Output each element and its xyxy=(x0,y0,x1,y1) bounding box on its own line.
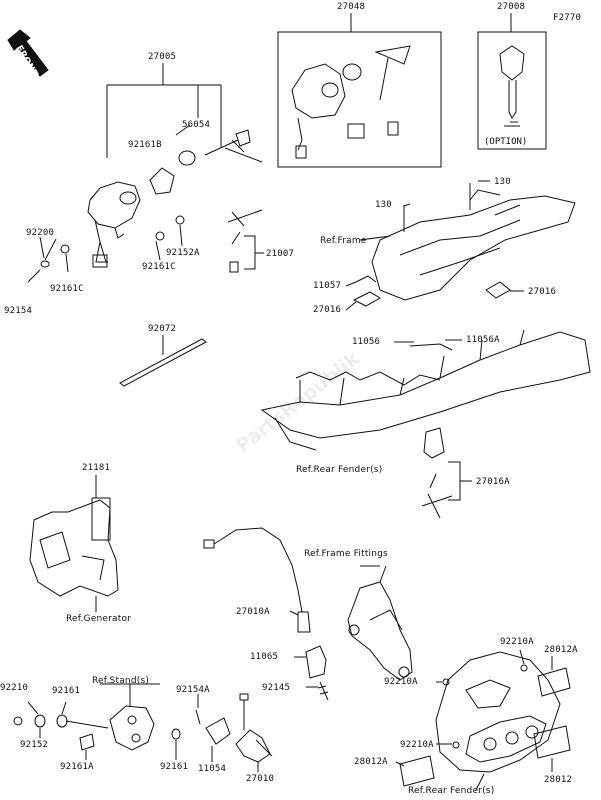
label-92161B: 92161B xyxy=(128,140,162,150)
label-92152: 92152 xyxy=(20,740,49,750)
label-130-right: 130 xyxy=(494,177,511,187)
label-27016A: 27016A xyxy=(476,477,510,487)
washer-56054 xyxy=(178,150,196,166)
option-label: (OPTION) xyxy=(484,137,528,147)
stand-switch-bracket xyxy=(109,705,155,751)
part-92210A-low xyxy=(452,741,460,749)
front-arrow-icon xyxy=(7,29,49,77)
switch-11054 xyxy=(205,717,231,745)
label-28012: 28012 xyxy=(544,775,573,785)
label-92152A: 92152A xyxy=(166,248,200,258)
key-27016A xyxy=(421,473,453,519)
label-92210A-low: 92210A xyxy=(400,740,434,750)
reflector-28012 xyxy=(533,725,571,759)
frame-fittings xyxy=(347,565,413,681)
bracket-27005 xyxy=(106,84,222,158)
clip-11057 xyxy=(355,275,377,283)
label-92161C-left: 92161C xyxy=(50,284,84,294)
ref-frame-fittings-label: Ref.Frame Fittings xyxy=(304,549,388,559)
label-28012A-right: 28012A xyxy=(544,645,578,655)
label-27048: 27048 xyxy=(337,2,366,12)
label-92145: 92145 xyxy=(262,683,291,693)
ref-rear-fender-label-1: Ref.Rear Fender(s) xyxy=(296,465,383,475)
part-92210A-top xyxy=(520,664,528,672)
label-130-left: 130 xyxy=(375,200,392,210)
ref-stand-label: Ref.Stand(s) xyxy=(92,676,150,686)
part-92161C-left xyxy=(60,244,70,254)
figure-code: F2770 xyxy=(553,13,582,23)
label-92154A: 92154A xyxy=(176,685,210,695)
ignition-switch-27048 xyxy=(291,45,411,159)
label-92161A: 92161A xyxy=(60,762,94,772)
label-92210: 92210 xyxy=(0,683,29,693)
kit-27048-box xyxy=(277,31,442,168)
key-27008 xyxy=(499,45,525,127)
label-27010A: 27010A xyxy=(236,607,270,617)
part-92210 xyxy=(13,716,23,726)
part-92210A-mid xyxy=(442,678,450,686)
part-92161A xyxy=(79,733,95,751)
label-11054: 11054 xyxy=(198,764,227,774)
rear-fender-middle xyxy=(260,329,591,459)
wire-harness-27010A xyxy=(203,527,311,633)
stand-switch-27010 xyxy=(235,693,273,763)
part-92152A xyxy=(175,215,185,225)
label-92161-bottom: 92161 xyxy=(160,762,189,772)
label-92072: 92072 xyxy=(148,324,177,334)
label-27005: 27005 xyxy=(148,52,177,62)
label-92154: 92154 xyxy=(4,306,33,316)
ref-generator-label: Ref.Generator xyxy=(66,614,132,624)
label-27010: 27010 xyxy=(246,774,275,784)
cover-11065 xyxy=(305,645,327,679)
label-27008: 27008 xyxy=(497,2,526,12)
label-92210A-top: 92210A xyxy=(500,637,534,647)
spring-92145 xyxy=(317,681,329,701)
part-92161-b xyxy=(171,728,181,740)
clip-27016-right xyxy=(485,281,511,299)
key-set-21007 xyxy=(227,209,263,273)
label-92200: 92200 xyxy=(26,228,55,238)
label-11057: 11057 xyxy=(313,281,342,291)
reflector-28012A-left xyxy=(399,755,435,787)
reflector-28012A-right xyxy=(537,667,571,697)
part-92200 xyxy=(40,260,50,268)
rear-fender-lower xyxy=(435,651,561,773)
bolt-92154A xyxy=(195,709,201,725)
label-28012A-left: 28012A xyxy=(354,757,388,767)
key-pair-upper xyxy=(204,129,263,163)
ignition-switch-27005 xyxy=(87,181,141,268)
ecu-bracket-21181 xyxy=(29,497,119,597)
key-27008-box xyxy=(477,31,547,150)
cable-tie-92072 xyxy=(119,338,207,387)
label-21181: 21181 xyxy=(82,463,111,473)
clip-27016-left xyxy=(352,291,381,307)
part-92161 xyxy=(56,714,68,728)
ref-frame-label: Ref.Frame xyxy=(320,236,367,246)
label-27016-right: 27016 xyxy=(528,287,557,297)
label-21007: 21007 xyxy=(266,249,295,259)
label-92210A-mid: 92210A xyxy=(384,677,418,687)
label-56054: 56054 xyxy=(182,120,211,130)
label-27016-left: 27016 xyxy=(313,305,342,315)
cap-92161B xyxy=(149,167,175,195)
label-92161C-right: 92161C xyxy=(142,262,176,272)
label-11056A: 11056A xyxy=(466,335,500,345)
label-11065: 11065 xyxy=(250,652,279,662)
ref-rear-fender-label-2: Ref.Rear Fender(s) xyxy=(408,786,495,796)
bolt-92154 xyxy=(27,269,41,283)
label-11056: 11056 xyxy=(352,337,381,347)
part-92161C xyxy=(155,231,165,241)
frame-upper xyxy=(371,183,576,301)
part-92152 xyxy=(34,714,46,728)
label-92161: 92161 xyxy=(52,686,81,696)
